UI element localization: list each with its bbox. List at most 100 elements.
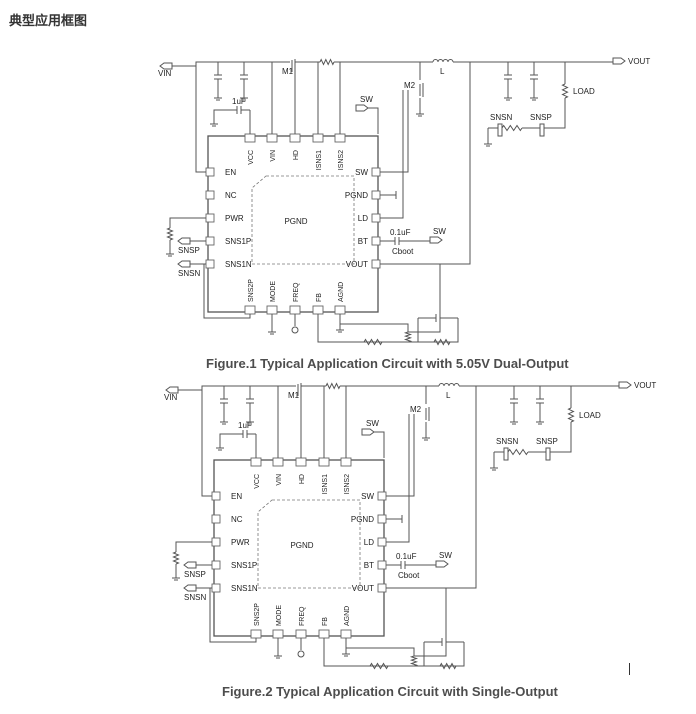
wire	[317, 314, 408, 343]
wire	[408, 264, 441, 333]
pin-label-ld: LD	[358, 214, 368, 223]
pin-label-sns1n: SNS1N	[225, 260, 252, 269]
pin-label-pwr: PWR	[225, 214, 244, 223]
wire	[213, 109, 228, 118]
pin-pad	[371, 167, 381, 177]
pin-pad	[250, 457, 262, 467]
load-label: LOAD	[579, 411, 601, 420]
snsn-side-label: SNSN	[184, 593, 206, 602]
wire	[195, 66, 206, 173]
pin-pad	[334, 133, 346, 143]
resistor	[319, 58, 335, 66]
inductor-label: L	[446, 391, 451, 400]
port-arrow	[361, 428, 375, 436]
vcc-cap-value: 1uF	[238, 421, 252, 430]
pin-pad	[211, 583, 221, 593]
wire	[380, 90, 404, 219]
pin-label-mode: MODE	[270, 281, 277, 302]
pin-pad	[205, 213, 215, 223]
pin-pad	[205, 190, 215, 200]
pin-label-hd: HD	[299, 474, 306, 484]
wire	[339, 314, 409, 332]
vin-label: VIN	[158, 69, 172, 78]
pin-pad	[289, 305, 301, 315]
snsp-side-label: SNSP	[178, 246, 200, 255]
pin-label-pgnd: PGND	[345, 191, 368, 200]
pin-label-hd: HD	[293, 150, 300, 160]
wire	[386, 414, 415, 497]
pin-pad	[295, 457, 307, 467]
resistor	[561, 83, 569, 99]
port-arrow	[435, 560, 449, 568]
wire	[386, 386, 477, 589]
pin-pad	[371, 190, 381, 200]
pin-label-vout: VOUT	[352, 584, 374, 593]
pin-label-sns2p: SNS2P	[248, 279, 255, 302]
pin-pad	[205, 167, 215, 177]
core-label: PGND	[284, 217, 307, 226]
snsp-top-label: SNSP	[536, 437, 558, 446]
pin-label-vin: VIN	[276, 474, 283, 486]
wire	[374, 431, 385, 458]
pin-label-vin: VIN	[270, 150, 277, 162]
resistor	[501, 124, 523, 132]
pin-pad	[211, 537, 221, 547]
wire	[219, 433, 234, 442]
resistor	[439, 662, 457, 670]
wire	[414, 588, 447, 657]
snsn-top-label: SNSN	[496, 437, 518, 446]
pin-pad	[250, 629, 262, 639]
wire	[203, 264, 251, 319]
wire	[178, 385, 296, 391]
freq-test-pad	[297, 650, 305, 658]
vout-label: VOUT	[634, 381, 656, 390]
snsn-testpoint	[497, 123, 503, 137]
inductor	[438, 383, 460, 387]
pin-label-en: EN	[231, 492, 242, 501]
resistor	[403, 331, 413, 343]
m2-label: M2	[410, 405, 422, 414]
resistor	[507, 448, 529, 456]
page-title: 典型应用框图	[9, 14, 88, 29]
wire	[345, 638, 415, 656]
pin-pad	[377, 514, 387, 524]
pin-pad	[244, 305, 256, 315]
resistor	[567, 407, 575, 423]
pin-label-vcc: VCC	[248, 150, 255, 165]
cboot-label: Cboot	[392, 247, 414, 256]
pin-pad	[266, 133, 278, 143]
port-arrow	[177, 237, 191, 245]
pin-pad	[377, 560, 387, 570]
text-cursor	[629, 663, 630, 675]
pin-label-fb: FB	[322, 617, 329, 626]
snsn-top-label: SNSN	[490, 113, 512, 122]
sw-port-label: SW	[360, 95, 373, 104]
pin-label-sns1n: SNS1N	[231, 584, 258, 593]
pin-pad	[340, 457, 352, 467]
wire	[175, 541, 212, 552]
wire	[380, 90, 409, 173]
pin-pad	[318, 457, 330, 467]
pin-pad	[340, 629, 352, 639]
vin-label: VIN	[164, 393, 178, 402]
bt-cap-value: 0.1uF	[390, 228, 411, 237]
pin-label-sw: SW	[355, 168, 368, 177]
bt-cap-value: 0.1uF	[396, 552, 417, 561]
wire	[209, 588, 257, 643]
inductor	[432, 59, 454, 63]
resistor	[172, 551, 180, 565]
pin-pad	[371, 259, 381, 269]
pin-pad	[211, 491, 221, 501]
resistor	[409, 655, 419, 667]
pin-label-mode: MODE	[276, 605, 283, 626]
pin-label-vout: VOUT	[346, 260, 368, 269]
wire	[368, 107, 379, 134]
wire	[386, 414, 410, 543]
pin-label-agnd: AGND	[344, 606, 351, 626]
port-arrow	[429, 236, 443, 244]
pin-pad	[318, 629, 330, 639]
pin-pad	[211, 514, 221, 524]
pin-label-agnd: AGND	[338, 282, 345, 302]
